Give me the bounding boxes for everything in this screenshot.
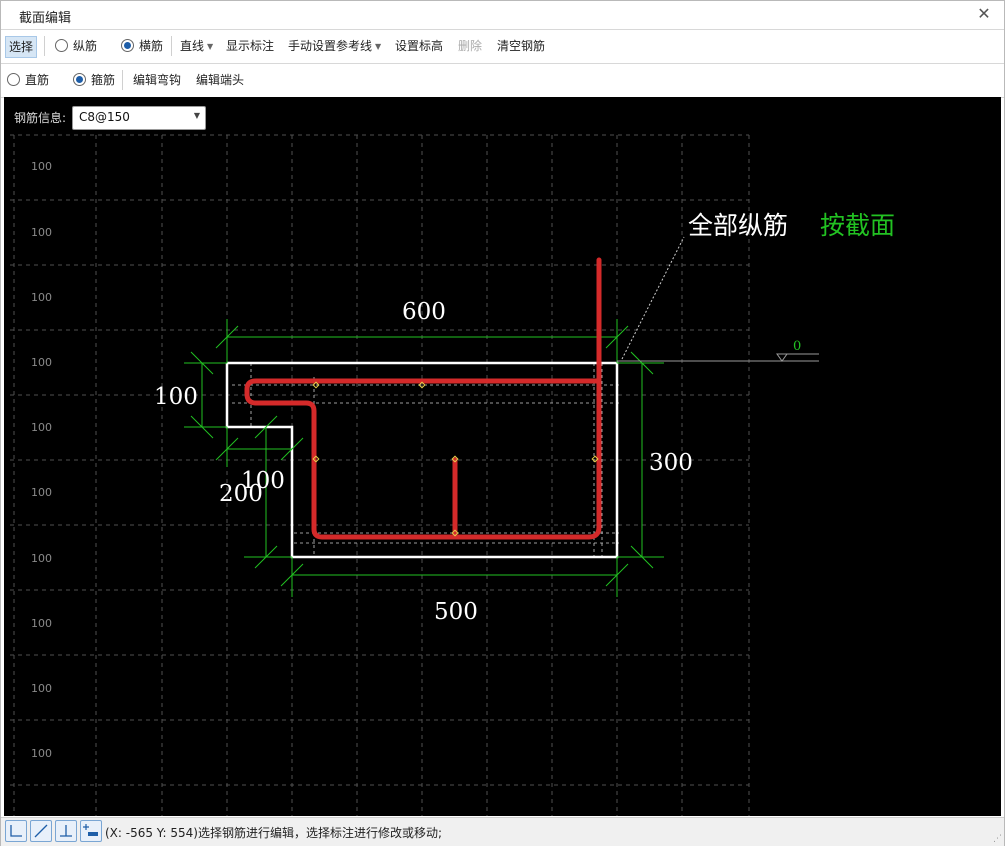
transverse-label: 横筋: [139, 39, 164, 53]
straight-rebar-radio[interactable]: 直筋: [3, 69, 53, 91]
grid-label: 100: [31, 617, 52, 630]
chevron-down-icon: ▼: [375, 42, 382, 51]
radio-selected-icon: [121, 39, 134, 52]
set-elevation-button[interactable]: 设置标高: [391, 35, 447, 57]
dim-left-text[interactable]: 100: [154, 384, 198, 410]
clear-rebar-button[interactable]: 清空钢筋: [493, 35, 549, 57]
ortho-snap-button[interactable]: [5, 820, 27, 842]
toolbar-divider: [44, 36, 45, 56]
add-point-icon: [83, 824, 98, 836]
grid-label: 100: [31, 486, 52, 499]
transverse-radio[interactable]: 横筋: [117, 35, 167, 57]
rebar-nodes: [312, 381, 599, 537]
edit-end-label: 编辑端头: [196, 73, 245, 87]
grid-label: 100: [31, 747, 52, 760]
toolbar-secondary: 直筋 箍筋 编辑弯钩 编辑端头: [1, 64, 1004, 98]
title-bar: 截面编辑 ✕: [1, 1, 1004, 30]
stirrup-radio[interactable]: 箍筋: [69, 69, 119, 91]
manual-ref-label: 手动设置参考线: [288, 39, 373, 53]
radio-icon: [55, 39, 68, 52]
annotation-green[interactable]: 按截面: [820, 211, 895, 240]
window-title: 截面编辑: [19, 11, 72, 26]
select-button[interactable]: 选择: [5, 36, 38, 58]
drawing-canvas[interactable]: 100 100 100 100 100 100 100 100 100 100: [4, 97, 1001, 816]
chevron-down-icon: ▼: [193, 111, 200, 120]
annotation-leader: [621, 236, 685, 360]
dim-right-text[interactable]: 300: [649, 450, 693, 476]
manual-ref-dropdown[interactable]: 手动设置参考线▼: [284, 35, 385, 57]
dim-top-text[interactable]: 600: [402, 299, 446, 325]
dim-bottom-text[interactable]: 500: [434, 599, 478, 625]
perpendicular-snap-button[interactable]: [55, 820, 77, 842]
rebar-info-label: 钢筋信息:: [14, 111, 67, 125]
line-dropdown[interactable]: 直线▼: [176, 35, 217, 57]
dim-step-v-text[interactable]: 200: [219, 481, 263, 507]
add-point-button[interactable]: [80, 820, 102, 842]
grid-label: 100: [31, 356, 52, 369]
grid-labels: 100 100 100 100 100 100 100 100 100 100: [31, 160, 52, 760]
toolbar-main: 选择 纵筋 横筋 直线▼ 显示标注 手动设置参考线▼ 设置标高 删除 清空钢筋: [1, 30, 1004, 64]
resize-grip-icon[interactable]: ⋰: [993, 834, 1002, 844]
section-drawing[interactable]: 100 100 100 100 100 100 100 100 100 100: [4, 97, 1001, 816]
delete-button[interactable]: 删除: [454, 35, 486, 57]
grid-label: 100: [31, 682, 52, 695]
edit-end-button[interactable]: 编辑端头: [192, 69, 248, 91]
annotation-white[interactable]: 全部纵筋: [688, 211, 788, 240]
edit-hook-button[interactable]: 编辑弯钩: [129, 69, 185, 91]
edit-hook-label: 编辑弯钩: [133, 73, 182, 87]
show-dim-label: 显示标注: [226, 39, 275, 53]
select-label: 选择: [9, 40, 34, 54]
rebar-info-select[interactable]: C8@150 ▼: [72, 106, 206, 130]
stirrup-label: 箍筋: [91, 73, 116, 87]
elevation-value: 0: [793, 339, 801, 354]
straight-label: 直筋: [25, 73, 50, 87]
radio-selected-icon: [73, 73, 86, 86]
rebar-info-value: C8@150: [79, 110, 130, 124]
line-label: 直线: [180, 39, 205, 53]
grid-label: 100: [31, 552, 52, 565]
longitudinal-radio[interactable]: 纵筋: [51, 35, 101, 57]
diagonal-icon: [34, 824, 48, 838]
longitudinal-label: 纵筋: [73, 39, 98, 53]
delete-label: 删除: [458, 39, 483, 53]
status-text: (X: -565 Y: 554)选择钢筋进行编辑，选择标注进行修改或移动;: [105, 826, 443, 840]
radio-icon: [7, 73, 20, 86]
grid-label: 100: [31, 291, 52, 304]
grid-label: 100: [31, 160, 52, 173]
set-elevation-label: 设置标高: [395, 39, 444, 53]
chevron-down-icon: ▼: [207, 42, 214, 51]
stirrup-rebar: [244, 257, 602, 540]
dimension-lines: [184, 319, 664, 597]
grid-label: 100: [31, 226, 52, 239]
grid-label: 100: [31, 421, 52, 434]
polar-snap-button[interactable]: [30, 820, 52, 842]
perpendicular-icon: [60, 825, 72, 837]
elevation-marker-icon: [776, 353, 788, 362]
toolbar-divider: [171, 36, 172, 56]
dim-step-h-text[interactable]: 100: [241, 468, 285, 494]
grid: [10, 134, 750, 816]
clear-rebar-label: 清空钢筋: [497, 39, 546, 53]
ortho-icon: [10, 825, 22, 837]
show-dim-button[interactable]: 显示标注: [222, 35, 278, 57]
toolbar-divider: [122, 70, 123, 90]
status-bar: (X: -565 Y: 554)选择钢筋进行编辑，选择标注进行修改或移动; ⋰: [1, 817, 1004, 846]
close-icon[interactable]: ✕: [977, 4, 991, 23]
rebar: [244, 257, 602, 540]
